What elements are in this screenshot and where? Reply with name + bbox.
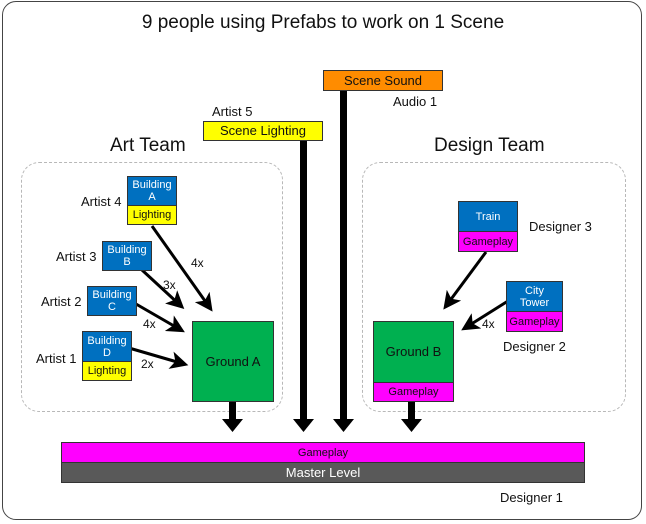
building-a-lighting[interactable]: Lighting [127, 205, 177, 225]
city-tower-multiplier: 4x [482, 317, 495, 331]
building-c-multiplier: 4x [143, 317, 156, 331]
design-team-container [362, 162, 626, 412]
ground-a-stem [229, 401, 236, 419]
artist-1-label: Artist 1 [36, 351, 77, 366]
train-prefab[interactable]: Train [458, 201, 518, 232]
designer-2-label: Designer 2 [503, 339, 566, 354]
ground-b-arrowhead [401, 419, 422, 432]
design-team-label: Design Team [434, 135, 545, 156]
arrow-building-d-to-ground-a [128, 346, 189, 369]
city-tower-label: City Tower [519, 284, 550, 309]
arrow-train-to-ground-b [443, 251, 488, 310]
ground-a-label: Ground A [205, 353, 261, 369]
scene-lighting-arrowhead [293, 419, 314, 432]
arrow-building-b-to-ground-a [140, 268, 185, 310]
city-tower-gameplay-label: Gameplay [509, 315, 560, 328]
audio-1-label: Audio 1 [393, 94, 438, 109]
building-b-label: Building B [107, 244, 147, 268]
artist-3-label: Artist 3 [56, 249, 97, 264]
building-d-multiplier: 2x [141, 357, 154, 371]
master-gameplay-layer[interactable]: Gameplay [61, 442, 585, 463]
building-b-prefab[interactable]: Building B [102, 241, 152, 271]
city-tower-gameplay[interactable]: Gameplay [506, 311, 563, 332]
ground-a-arrowhead [222, 419, 243, 432]
scene-sound-arrowhead [333, 419, 354, 432]
ground-b-label: Ground B [385, 344, 442, 359]
ground-b-stem [408, 401, 415, 419]
building-a-prefab[interactable]: Building A [127, 176, 177, 206]
scene-sound-label: Scene Sound [343, 72, 423, 88]
building-d-lighting[interactable]: Lighting [82, 361, 132, 381]
ground-b-prefab[interactable]: Ground B [373, 321, 454, 383]
building-a-label: Building A [132, 179, 172, 203]
artist-5-label: Artist 5 [212, 104, 253, 119]
art-team-label: Art Team [110, 135, 186, 156]
scene-lighting-stem [300, 139, 307, 419]
building-a-multiplier: 4x [191, 256, 204, 270]
master-level-box[interactable]: Master Level [61, 462, 585, 483]
building-d-label: Building D [87, 334, 127, 359]
building-d-prefab[interactable]: Building D [82, 331, 132, 362]
building-d-lighting-label: Lighting [87, 365, 127, 377]
arrow-building-c-to-ground-a [135, 302, 185, 333]
building-a-lighting-label: Lighting [132, 209, 172, 221]
ground-b-gameplay[interactable]: Gameplay [373, 382, 454, 402]
master-gameplay-label: Gameplay [297, 446, 349, 459]
art-team-container [21, 162, 283, 412]
artist-4-label: Artist 4 [81, 194, 122, 209]
ground-b-gameplay-label: Gameplay [388, 386, 439, 398]
city-tower-prefab[interactable]: City Tower [506, 281, 563, 312]
arrow-city-tower-to-ground-b [461, 299, 509, 331]
artist-2-label: Artist 2 [41, 294, 82, 309]
building-c-label: Building C [92, 289, 132, 313]
building-b-multiplier: 3x [163, 278, 176, 292]
designer-3-label: Designer 3 [529, 219, 592, 234]
scene-lighting-label: Scene Lighting [219, 123, 306, 138]
arrow-building-a-to-ground-a [150, 225, 213, 312]
scene-sound-stem [340, 90, 347, 419]
building-c-prefab[interactable]: Building C [87, 286, 137, 316]
designer-1-label: Designer 1 [500, 490, 563, 505]
scene-lighting-box[interactable]: Scene Lighting [203, 121, 323, 141]
train-label: Train [475, 210, 501, 223]
master-level-label: Master Level [285, 464, 361, 480]
train-gameplay-label: Gameplay [462, 235, 514, 248]
ground-a-prefab[interactable]: Ground A [192, 321, 274, 402]
scene-sound-box[interactable]: Scene Sound [323, 70, 443, 91]
train-gameplay[interactable]: Gameplay [458, 231, 518, 252]
diagram-title: 9 people using Prefabs to work on 1 Scen… [141, 12, 505, 33]
